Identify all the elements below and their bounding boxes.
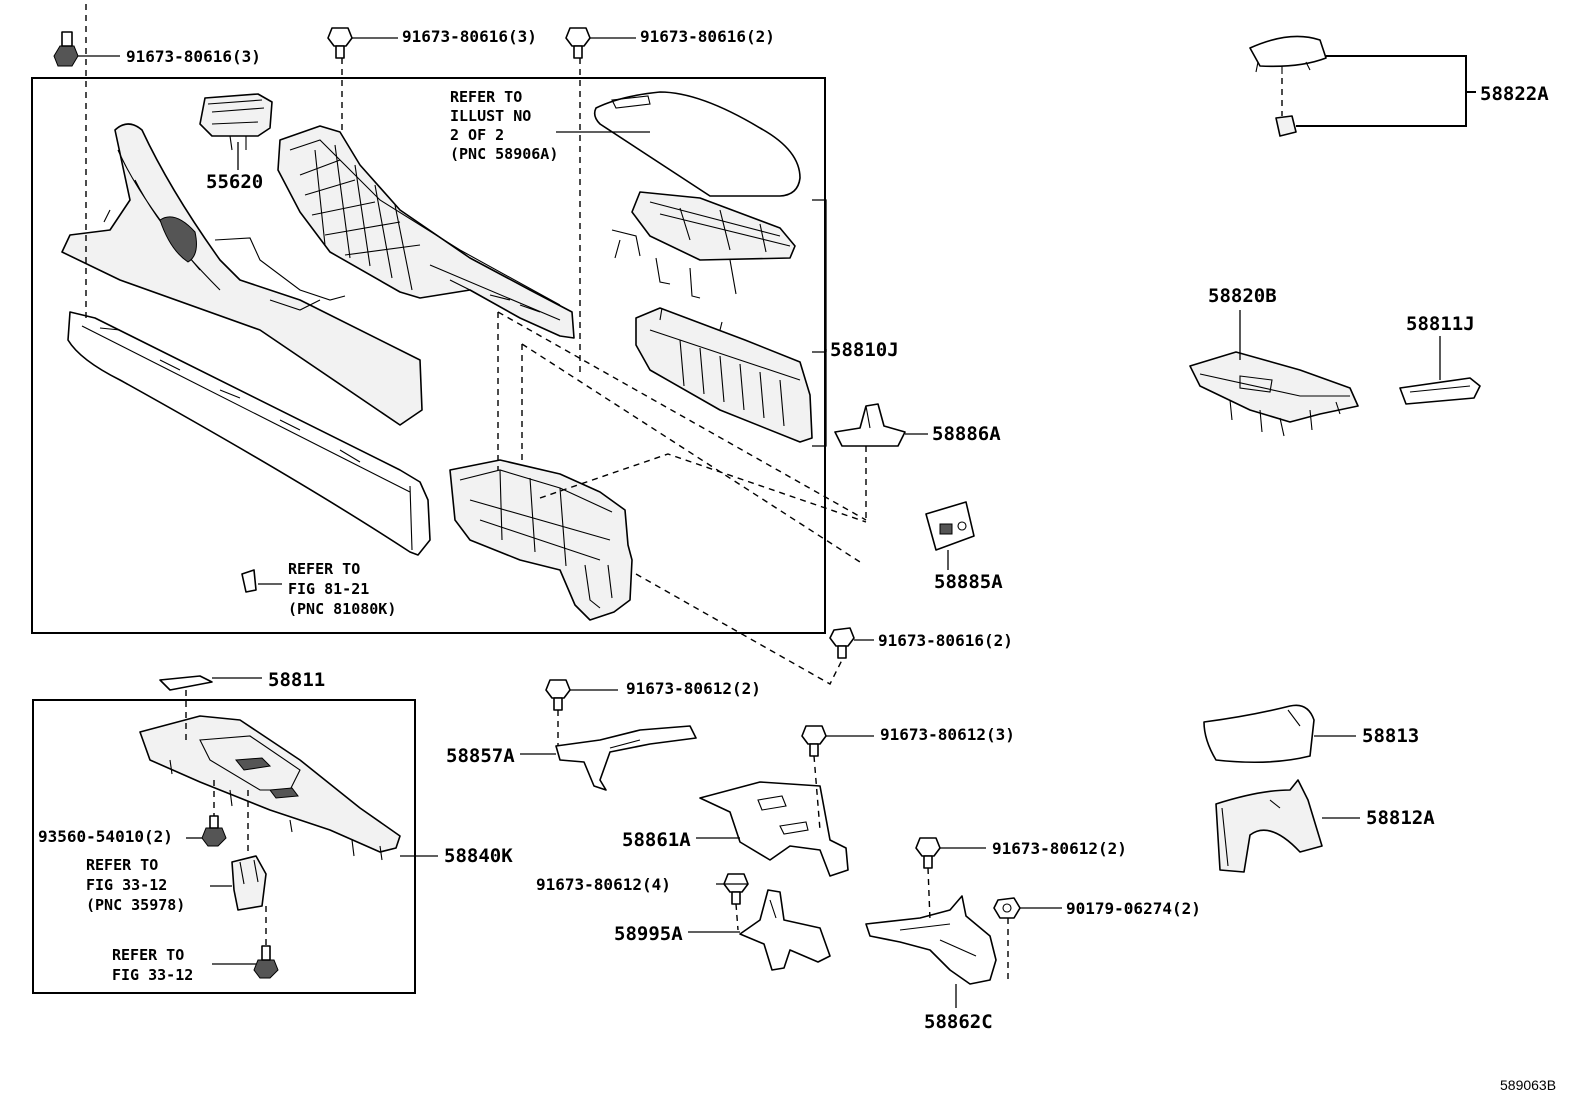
part-upper-console-body (277, 125, 575, 339)
bolt-icon-f6 (801, 725, 827, 757)
main-assembly-frame (31, 77, 826, 634)
label-fastener-f9: 90179-06274(2) (1066, 899, 1201, 918)
part-lower-console-frame (449, 459, 633, 621)
label-58886A: 58886A (932, 423, 1001, 445)
part-switch-35978 (231, 855, 267, 911)
screw-icon-f10 (201, 815, 227, 847)
part-hinge-mechanism (611, 191, 796, 299)
screw-icon-fig3312b (253, 945, 279, 979)
leader-lines (78, 37, 1476, 1008)
label-58810J: 58810J (830, 339, 899, 361)
svg-text:REFER TO: REFER TO (288, 560, 360, 578)
label-58885A: 58885A (934, 571, 1003, 593)
part-58886A-clip (834, 403, 906, 447)
svg-text:(PNC 81080K): (PNC 81080K) (288, 600, 396, 618)
label-fastener-f2: 91673-80616(3) (402, 27, 537, 46)
part-58995A-bracket (739, 889, 831, 971)
label-58820B: 58820B (1208, 285, 1277, 307)
label-fastener-f1: 91673-80616(3) (126, 47, 261, 66)
bolt-icon-f4 (829, 627, 855, 659)
svg-text:ILLUST NO: ILLUST NO (450, 107, 531, 125)
label-58813: 58813 (1362, 725, 1419, 747)
part-55620-switch (199, 93, 273, 151)
part-58811-plate (159, 675, 213, 691)
diagram-code: 589063B (1500, 1077, 1556, 1093)
part-connector-81080K (241, 569, 257, 593)
label-58862C: 58862C (924, 1011, 993, 1033)
part-58822A-cap (1249, 35, 1327, 137)
part-58811J-strip (1399, 377, 1481, 405)
label-fastener-f4: 91673-80616(2) (878, 631, 1013, 650)
svg-text:REFER TO: REFER TO (112, 946, 184, 964)
part-58861A-bracket (699, 781, 849, 877)
label-58812A: 58812A (1366, 807, 1435, 829)
label-55620: 55620 (206, 171, 263, 193)
label-58840K: 58840K (444, 845, 513, 867)
part-58862C-bracket (865, 895, 997, 985)
label-fastener-f7: 91673-80612(2) (992, 839, 1127, 858)
part-lower-side-panel (67, 311, 431, 556)
label-fastener-f6: 91673-80612(3) (880, 725, 1015, 744)
part-armrest-lid (593, 91, 801, 197)
svg-text:(PNC 35978): (PNC 35978) (86, 896, 185, 914)
part-58857A-bracket (555, 725, 697, 791)
svg-text:FIG 81-21: FIG 81-21 (288, 580, 369, 598)
svg-text:(PNC 58906A): (PNC 58906A) (450, 145, 558, 163)
svg-text:FIG 33-12: FIG 33-12 (86, 876, 167, 894)
label-fastener-f8: 91673-80612(4) (536, 875, 671, 894)
note-refer-illust: REFER TO ILLUST NO 2 OF 2 (PNC 58906A) (450, 88, 558, 163)
bolt-icon-f7 (915, 837, 941, 869)
label-fastener-f3: 91673-80616(2) (640, 27, 775, 46)
part-58820B-tray (1189, 351, 1359, 437)
label-58811J: 58811J (1406, 313, 1475, 335)
note-refer-fig-33-12: REFER TO FIG 33-12 (112, 946, 193, 984)
svg-text:FIG 33-12: FIG 33-12 (112, 966, 193, 984)
part-left-console-panel (61, 123, 423, 426)
svg-text:REFER TO: REFER TO (450, 88, 522, 106)
part-58813-garnish (1203, 704, 1315, 764)
assembly-dashed-lines (85, 4, 1283, 980)
bolt-icon-f3 (565, 27, 591, 59)
label-58995A: 58995A (614, 923, 683, 945)
part-rear-bin (635, 307, 813, 443)
label-58857A: 58857A (446, 745, 515, 767)
nut-icon-f9 (993, 897, 1021, 919)
svg-text:REFER TO: REFER TO (86, 856, 158, 874)
label-fastener-f10: 93560-54010(2) (38, 827, 173, 846)
label-58811: 58811 (268, 669, 325, 691)
label-fastener-f5: 91673-80612(2) (626, 679, 761, 698)
bolt-icon-f8 (723, 873, 749, 905)
part-58812A-bezel (1215, 779, 1323, 873)
part-58885A-plate (925, 501, 975, 551)
svg-text:2 OF 2: 2 OF 2 (450, 126, 504, 144)
label-58822A: 58822A (1480, 83, 1549, 105)
part-58840K-bezel (139, 715, 401, 861)
note-refer-fig-81-21: REFER TO FIG 81-21 (PNC 81080K) (288, 560, 396, 618)
bolt-icon-f2 (327, 27, 353, 59)
bolt-icon-f5 (545, 679, 571, 711)
lower-panel-frame (32, 699, 416, 994)
bolt-icon-f1 (53, 31, 79, 67)
note-refer-fig-33-12-pnc: REFER TO FIG 33-12 (PNC 35978) (86, 856, 185, 914)
label-58861A: 58861A (622, 829, 691, 851)
